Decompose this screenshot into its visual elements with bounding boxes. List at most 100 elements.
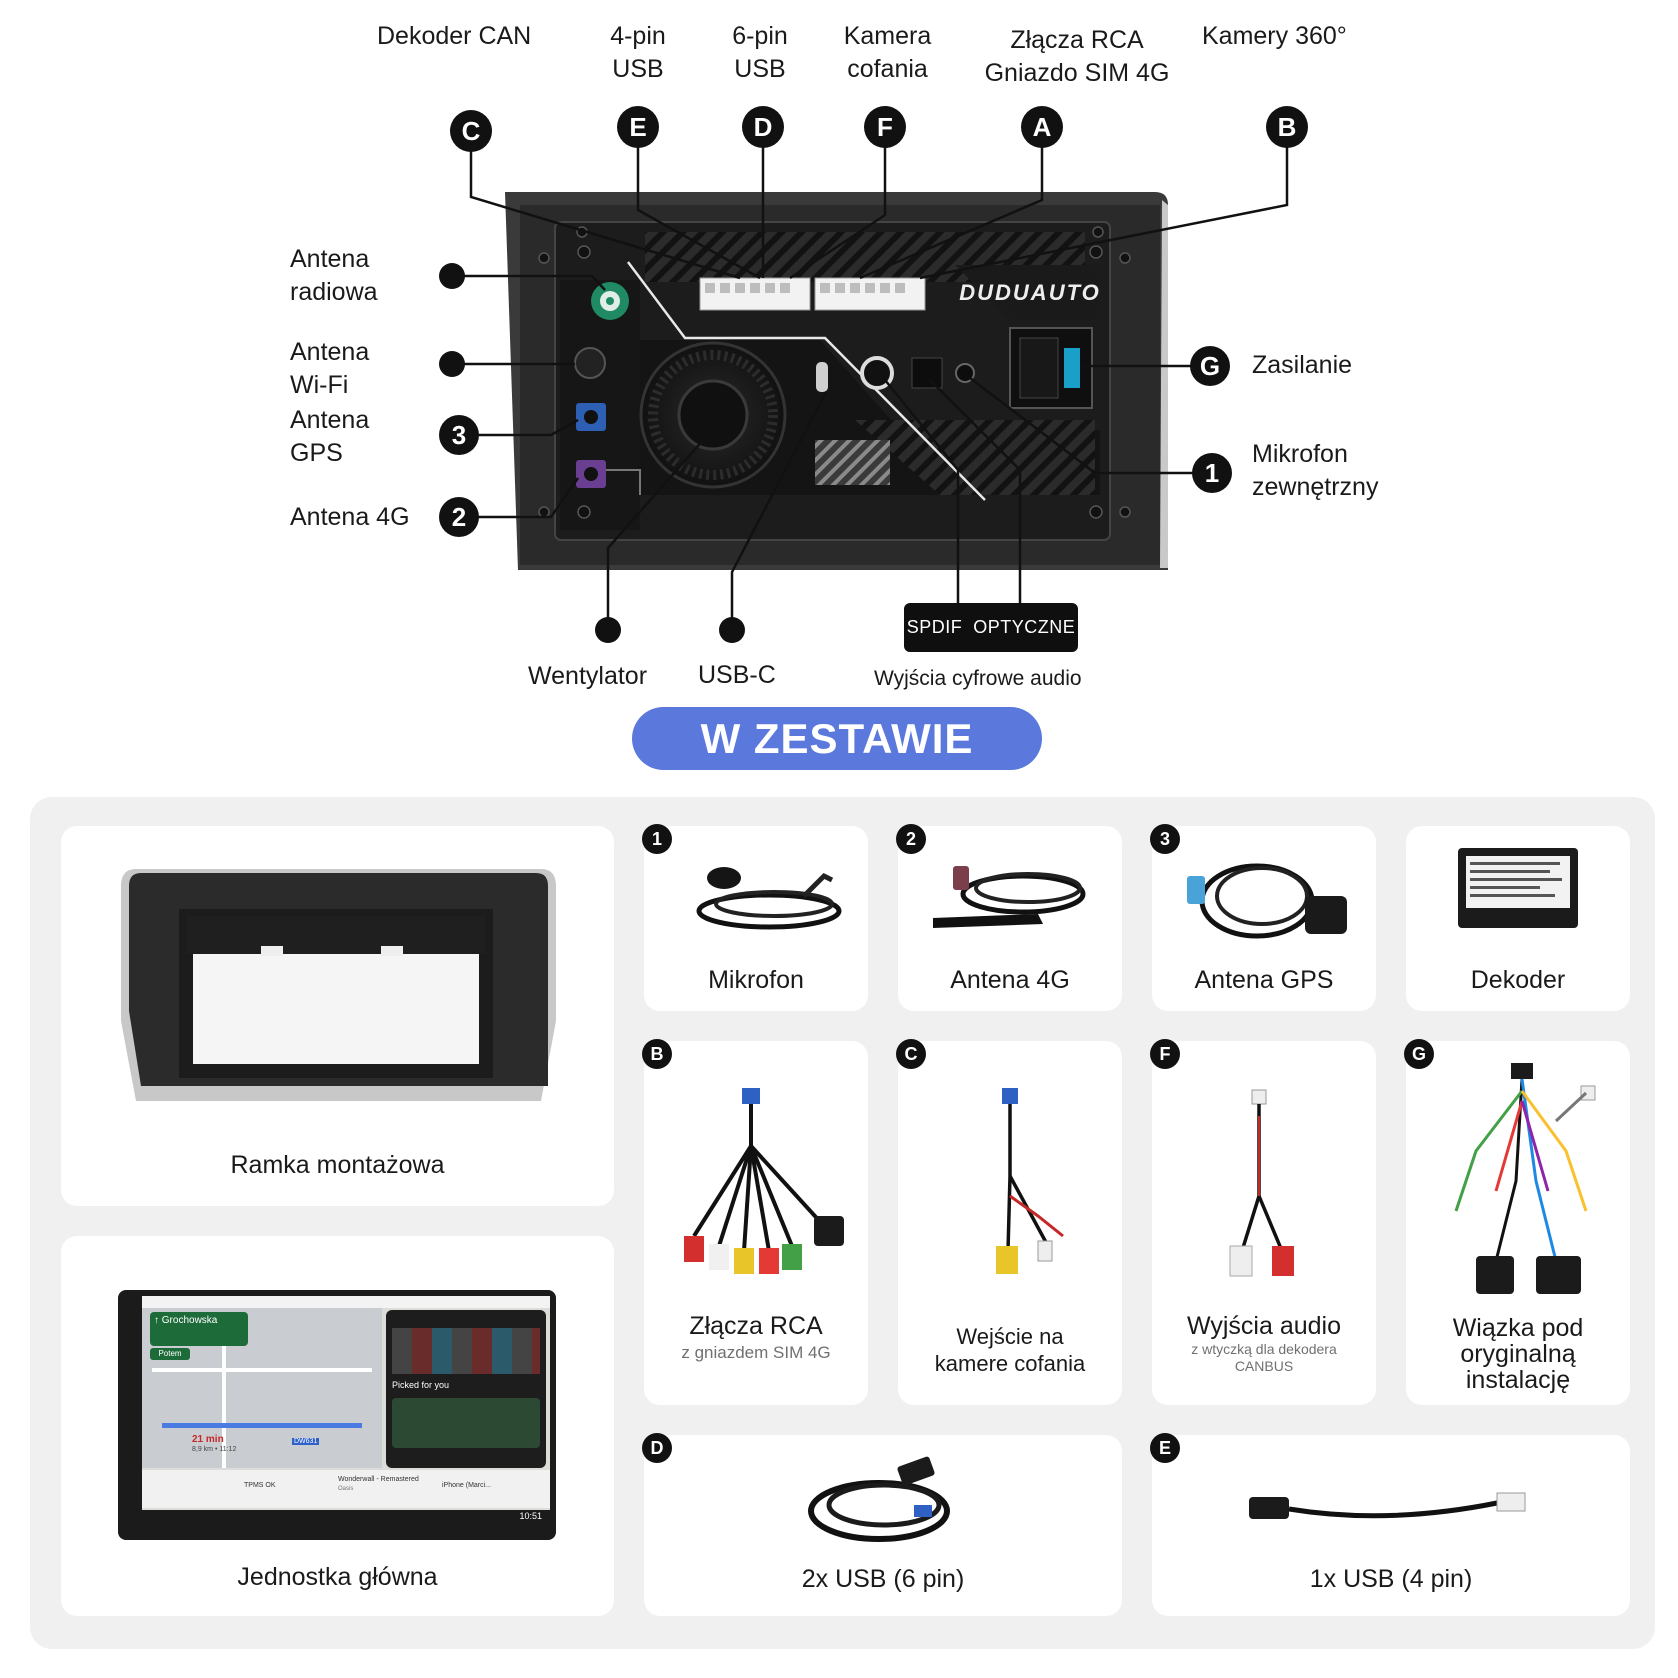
- label-can-decoder: Dekoder CAN: [377, 22, 532, 50]
- marker-audio: F: [1150, 1039, 1180, 1069]
- svg-text:B: B: [1278, 112, 1297, 142]
- mic-jack: [955, 363, 975, 383]
- label-camera-line2: cofania: [847, 55, 928, 83]
- marker-mic: 1: [642, 824, 672, 854]
- svg-text:D: D: [754, 112, 773, 142]
- fan: [639, 341, 787, 489]
- audio-subtitle: z wtyczką dla dekodera CANBUS: [1152, 1341, 1376, 1375]
- label-rca-line2: Gniazdo SIM 4G: [984, 59, 1170, 87]
- right-markers: G 1: [1190, 346, 1232, 493]
- left-markers: 3 2: [439, 263, 479, 537]
- usb4-title: 1x USB (4 pin): [1309, 1565, 1473, 1593]
- marker-usb4: E: [1150, 1433, 1180, 1463]
- marker-usb6: D: [642, 1433, 672, 1463]
- label-gps-line2: GPS: [290, 439, 343, 467]
- now-playing-song: Wonderwall - Remastered: [338, 1476, 419, 1483]
- usb4-cable-image: [1249, 1492, 1526, 1519]
- svg-text:E: E: [629, 112, 646, 142]
- music-panel: Picked for you: [386, 1310, 546, 1468]
- label-usb-6pin: 6-pin USB: [720, 20, 800, 86]
- audio-subtitle-line1: z wtyczką dla dekodera: [1191, 1341, 1337, 1357]
- now-playing-artist: Oasis: [338, 1486, 354, 1492]
- leader-lines: [452, 127, 1289, 630]
- card-usb-4pin: E 1x USB (4 pin): [1150, 1433, 1630, 1616]
- music-card: [392, 1398, 540, 1448]
- lte-antenna-port: [576, 460, 606, 488]
- label-cam360: Kamery 360°: [1202, 22, 1347, 50]
- svg-text:A: A: [1033, 112, 1052, 142]
- harness-title-line1: Wiązka pod: [1452, 1314, 1584, 1342]
- label-usb-4pin-line1: 4-pin: [610, 22, 666, 50]
- nav-next: Potem: [150, 1348, 190, 1360]
- camera-title-line2: kamere cofania: [934, 1351, 1086, 1376]
- nav-instruction: ↑ Grochowska: [150, 1312, 248, 1346]
- music-picked-label: Picked for you: [392, 1380, 450, 1390]
- gps-antenna-image: [1187, 863, 1347, 939]
- lte-title: Antena 4G: [950, 966, 1070, 994]
- harness-title-line3: instalację: [1465, 1366, 1571, 1394]
- svg-text:C: C: [462, 116, 481, 146]
- top-markers: C E D F A B: [450, 106, 1308, 152]
- label-external-mic: Mikrofon zewnętrzny: [1252, 438, 1378, 504]
- card-lte-antenna: 2 Antena 4G: [896, 824, 1122, 1011]
- label-radio-antenna: Antena radiowa: [290, 243, 378, 309]
- label-mic-line2: zewnętrzny: [1252, 473, 1379, 501]
- kit-banner: W ZESTAWIE: [632, 707, 1042, 770]
- label-wifi-antenna: Antena Wi-Fi: [290, 336, 369, 402]
- svg-text:F: F: [877, 112, 893, 142]
- label-wifi-line2: Wi-Fi: [290, 371, 349, 399]
- audio-cable-image: [1229, 1089, 1294, 1277]
- wifi-antenna-port: [574, 347, 606, 379]
- spdif-optical-badge: SPDIF OPTYCZNE: [904, 603, 1078, 652]
- frame-image: [121, 869, 556, 1101]
- card-usb-6pin: D 2x USB (6 pin): [642, 1433, 1122, 1616]
- radio-antenna-port: [591, 282, 629, 320]
- mic-image: [696, 867, 842, 930]
- label-fan: Wentylator: [528, 662, 648, 690]
- rear-panel-diagram: DUDUAUTO: [439, 106, 1308, 643]
- head-unit-screen: ↑ Grochowska Potem 21 min 8,9 km • 11:12…: [118, 1290, 556, 1540]
- marker-camera: C: [896, 1039, 926, 1069]
- status-bar: [142, 1296, 550, 1308]
- label-mic-line1: Mikrofon: [1252, 440, 1348, 468]
- card-frame: Ramka montażowa: [61, 826, 614, 1206]
- taskbar: 10:51: [142, 1510, 550, 1524]
- marker-rca: B: [642, 1039, 672, 1069]
- label-radio-line1: Antena: [290, 245, 370, 273]
- label-radio-line2: radiowa: [290, 278, 378, 306]
- label-optical: OPTYCZNE: [973, 617, 1076, 637]
- usb6-cable-image: [808, 1456, 950, 1542]
- camera-title: Wejście na kamere cofania: [898, 1323, 1122, 1377]
- label-usb-4pin-line2: USB: [612, 55, 664, 83]
- connector-sockets: [699, 277, 926, 311]
- phone-widget: iPhone (Marci...: [442, 1482, 492, 1489]
- road-badge: DW631: [292, 1438, 320, 1445]
- label-gps-line1: Antena: [290, 406, 370, 434]
- marker-lte: 2: [896, 824, 926, 854]
- card-camera-input: C Wejście na kamere cofania: [896, 1039, 1122, 1405]
- bottom-markers: [595, 617, 745, 643]
- screen-content: ↑ Grochowska Potem 21 min 8,9 km • 11:12…: [142, 1296, 550, 1524]
- gps-title: Antena GPS: [1194, 966, 1334, 994]
- harness-title-line2: oryginalną: [1460, 1340, 1576, 1368]
- marker-gps: 3: [1150, 824, 1180, 854]
- optical-port: [911, 357, 943, 389]
- taskbar-clock: 10:51: [519, 1511, 542, 1521]
- camera-cable-image: [996, 1088, 1064, 1274]
- camera-title-line1: Wejście na: [956, 1324, 1064, 1349]
- label-spdif: SPDIF: [906, 617, 963, 637]
- label-camera-line1: Kamera: [843, 22, 932, 50]
- brand-logo: DUDUAUTO: [959, 280, 1100, 305]
- svg-text:1: 1: [1205, 458, 1219, 488]
- harness-image: [1454, 1063, 1596, 1294]
- svg-text:2: 2: [452, 502, 466, 532]
- card-gps-antenna: 3 Antena GPS: [1150, 824, 1376, 1011]
- gps-antenna-port: [576, 403, 606, 431]
- card-audio-outputs: F Wyjścia audio z wtyczką dla dekodera C…: [1150, 1039, 1376, 1405]
- svg-text:G: G: [1200, 351, 1220, 381]
- rca-subtitle: z gniazdem SIM 4G: [681, 1343, 831, 1362]
- usb6-title: 2x USB (6 pin): [801, 1565, 965, 1593]
- label-rca: Złącza RCA Gniazdo SIM 4G: [972, 24, 1182, 90]
- label-usbc: USB-C: [698, 661, 776, 689]
- rca-title: Złącza RCA: [689, 1312, 823, 1340]
